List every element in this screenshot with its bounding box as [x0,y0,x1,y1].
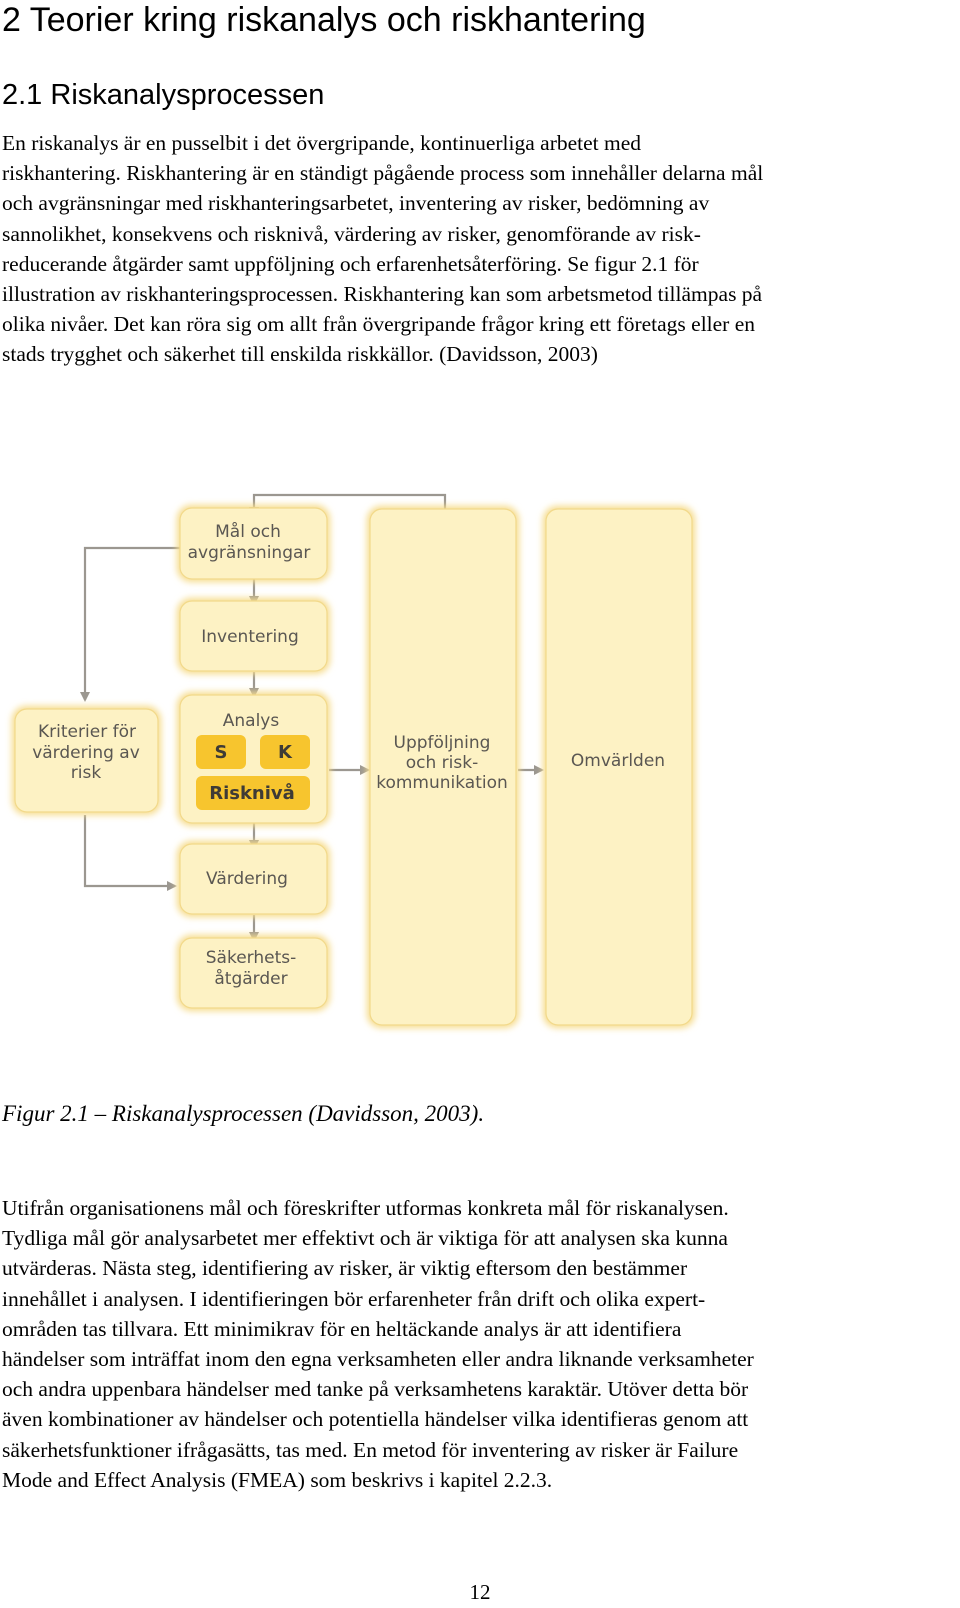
text-line: riskhantering. Riskhantering är en ständ… [2,161,764,186]
text-line: olika nivåer. Det kan röra sig om allt f… [2,312,756,337]
subsection-heading: 2.1 Riskanalysprocessen [2,79,325,111]
text-line: sannolikhet, konsekvens och risknivå, vä… [2,221,701,246]
paragraph-intro: En riskanalys är en pusselbit i det över… [2,128,763,370]
text-line: illustration av riskhanteringsprocessen.… [2,282,763,307]
box-vardering [179,843,328,915]
text-line: områden tas tillvara. Ett minimikrav för… [2,1316,682,1341]
text-line: säkerhetsfunktioner ifrågasätts, tas med… [2,1437,739,1462]
label-kriterier-line3: risk [71,763,102,783]
text-line: utvärderas. Nästa steg, identifiering av… [2,1256,688,1281]
analys-inner-boxes [196,735,310,810]
label-riskniva: Risknivå [209,782,295,804]
label-kriterier-line2: värdering av [32,743,140,763]
label-inventering: Inventering [201,627,298,647]
risk-process-diagram: Mål och avgränsningar Inventering Analys… [12,493,695,1028]
section-heading: 2 Teorier kring riskanalys och riskhante… [2,1,646,39]
label-uppfoljning-line3: kommunikation [376,773,508,793]
text-line: stads trygghet och säkerhet till enskild… [2,342,598,367]
label-kriterier-line1: Kriterier för [38,722,136,742]
label-sakerhet-line2: åtgärder [214,968,287,989]
label-vardering: Värdering [206,869,288,889]
text-line: En riskanalys är en pusselbit i det över… [2,131,642,155]
box-mal-och-avgransningar [179,507,328,580]
label-analys: Analys [223,711,280,731]
label-omvarlden: Omvärlden [571,751,665,771]
text-line: reducerande åtgärder samt uppföljning oc… [2,251,699,276]
arrow-mal-to-kriterier [80,546,183,702]
text-line: Mode and Effect Analysis (FMEA) som besk… [2,1467,553,1492]
riskniva-badge [196,776,310,810]
label-mal-line1: Mål och [215,521,281,542]
text-line: Tydliga mål gör analysarbetet mer effekt… [2,1226,728,1251]
page-number: 12 [469,1580,491,1604]
label-k: K [278,742,293,763]
text-line: och andra uppenbara händelser med tanke … [2,1377,749,1402]
label-s: S [215,742,228,763]
label-mal-line2: avgränsningar [188,543,311,563]
text-line: Utifrån organisationens mål och föreskri… [2,1196,729,1220]
label-uppfoljning-line1: Uppföljning [394,733,491,753]
box-uppfoljning [369,508,517,1026]
box-sakerhetsatgarder [179,937,328,1009]
box-omvarlden [545,508,693,1026]
text-line: även kombinationer av händelser och pote… [2,1407,749,1432]
text-line: händelser som inträffat inom den egna ve… [2,1347,754,1372]
box-kriterier [14,708,159,813]
k-badge [260,735,310,769]
paragraph-goals: Utifrån organisationens mål och föreskri… [2,1193,754,1495]
s-badge [196,735,246,769]
arrow-kriterier-to-vardering [83,815,177,891]
figure-caption: Figur 2.1 – Riskanalysprocessen (Davidss… [2,1101,485,1126]
text-line: och avgränsningar med riskhanteringsarbe… [2,191,710,216]
label-sakerhet-line1: Säkerhets- [206,948,297,968]
diagram-boxes [14,507,693,1026]
box-inventering [179,600,328,672]
label-uppfoljning-line2: och risk- [406,753,478,773]
text-line: innehållet i analysen. I identifieringen… [2,1286,706,1311]
